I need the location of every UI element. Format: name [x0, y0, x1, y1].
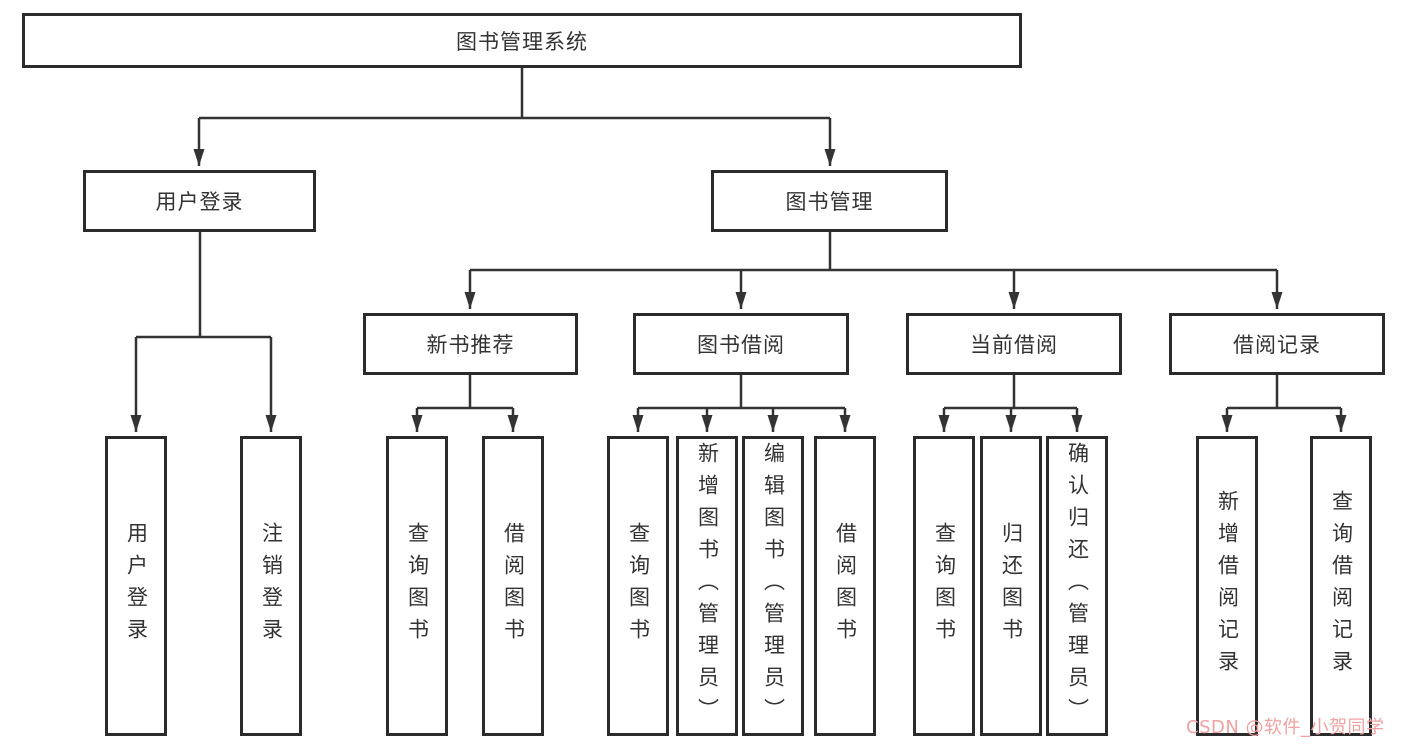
leaf-borrow-books: 借阅图书	[814, 436, 876, 736]
leaf-borrow-books-recommend: 借阅图书	[482, 436, 544, 736]
leaf-user-login: 用户登录	[105, 436, 167, 736]
node-borrow-records: 借阅记录	[1169, 313, 1385, 375]
leaf-confirm-return-admin: 确认归还（管理员）	[1046, 436, 1108, 736]
leaf-logout: 注销登录	[240, 436, 302, 736]
leaf-return-book: 归还图书	[980, 436, 1042, 736]
leaf-query-borrow-record: 查询借阅记录	[1310, 436, 1372, 736]
leaf-query-books-recommend: 查询图书	[386, 436, 448, 736]
leaf-edit-book-admin: 编辑图书（管理员）	[742, 436, 804, 736]
node-library-management-system: 图书管理系统	[22, 13, 1022, 68]
node-new-book-recommend: 新书推荐	[363, 313, 578, 375]
node-user-login: 用户登录	[83, 170, 316, 232]
node-current-borrow: 当前借阅	[906, 313, 1122, 375]
leaf-query-books-borrow: 查询图书	[607, 436, 669, 736]
node-book-management: 图书管理	[711, 170, 948, 232]
leaf-query-books-current: 查询图书	[913, 436, 975, 736]
csdn-watermark: CSDN @软件_小贺同学	[1186, 717, 1385, 738]
leaf-add-book-admin: 新增图书（管理员）	[676, 436, 738, 736]
leaf-add-borrow-record: 新增借阅记录	[1196, 436, 1258, 736]
node-book-borrow: 图书借阅	[633, 313, 849, 375]
